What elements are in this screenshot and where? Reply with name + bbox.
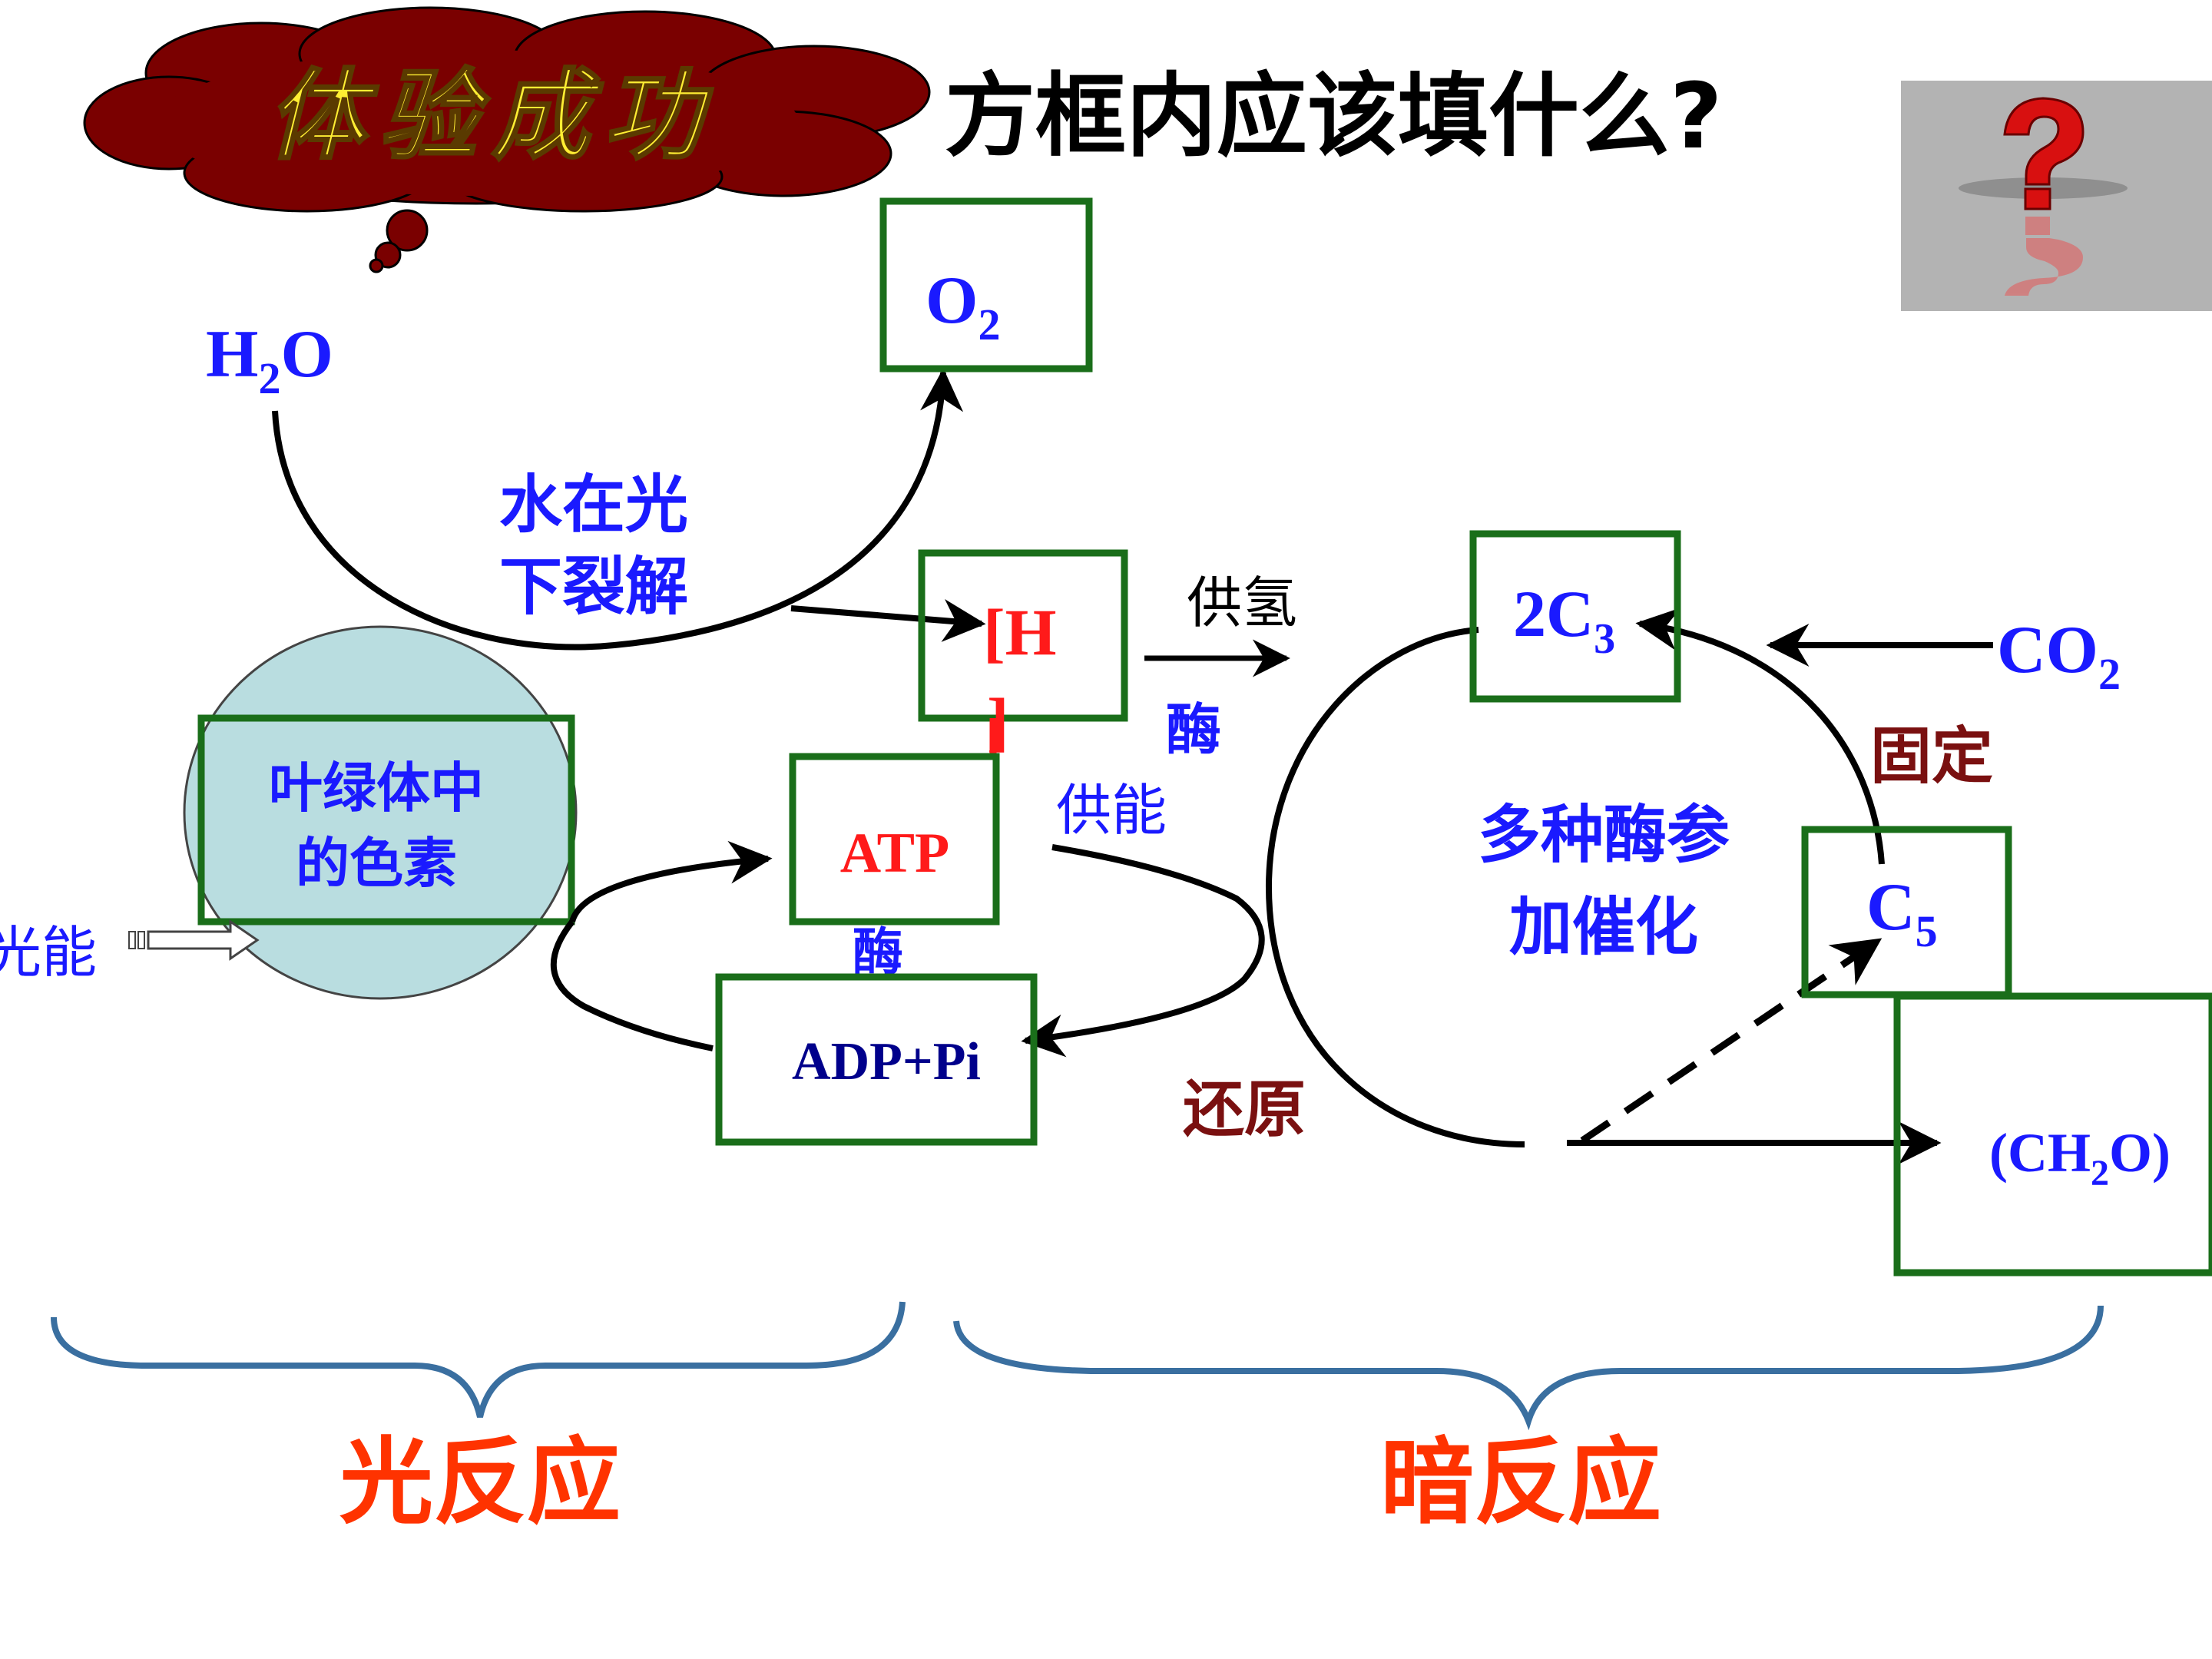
- fixation-label: 固定: [1870, 720, 1993, 792]
- question-heading: 方框内应该填什么?: [945, 63, 1722, 169]
- atp-cycle-left-loop: [550, 919, 714, 1051]
- calvin-cycle-circle: [1265, 627, 1525, 1147]
- hydrogen-box[interactable]: [918, 549, 1128, 722]
- dark-reaction-label: 暗反应: [1380, 1428, 1661, 1537]
- calvin-cycle-right-arc: [1635, 608, 1885, 865]
- regeneration-dashed-arrow: [1580, 938, 1883, 1144]
- co2-formula: CO2: [1997, 613, 2121, 699]
- catalysis-label-line1: 多种酶参: [1478, 799, 1730, 872]
- c3-box[interactable]: [1469, 530, 1681, 703]
- carbohydrate-box[interactable]: [1893, 992, 2212, 1277]
- atp-energy-curve: [1021, 844, 1265, 1058]
- photolysis-label-line1: 水在光: [499, 469, 688, 541]
- reduction-label: 还原: [1183, 1074, 1306, 1145]
- pigment-box[interactable]: [197, 714, 575, 926]
- oxygen-box[interactable]: [879, 197, 1093, 373]
- light-energy-arrow-icon: [128, 919, 260, 961]
- question-mark-icon: [1901, 81, 2212, 311]
- catalysis-label-line2: 加催化: [1509, 891, 1698, 964]
- enzyme-dark-label: 酶: [1166, 697, 1221, 762]
- photolysis-label-line2: 下裂解: [499, 551, 688, 624]
- atp-box[interactable]: [789, 753, 1000, 926]
- adp-label: ADP+Pi: [792, 1032, 981, 1091]
- supply-energy-label: 供能: [1056, 778, 1167, 843]
- carbohydrate-formula: (CH2O): [1989, 1122, 2171, 1194]
- hydrogen-label: [H: [983, 595, 1057, 669]
- adp-box[interactable]: [715, 973, 1038, 1146]
- light-reaction-label: 光反应: [339, 1428, 621, 1537]
- pigment-label-line1: 叶绿体中: [269, 757, 484, 820]
- enzyme-light-label: 酶: [853, 922, 903, 982]
- oxygen-formula: O2: [926, 263, 1000, 349]
- title-badge-text: 体验成功: [267, 59, 716, 174]
- arrow-to-hydrogen: [790, 599, 986, 642]
- water-formula: H2O: [206, 317, 333, 403]
- title-cloud-badge: 体验成功: [83, 6, 931, 273]
- dark-reaction-brace: [953, 1305, 2104, 1431]
- atp-label: ATP: [840, 822, 950, 885]
- c5-formula: C5: [1866, 870, 1938, 956]
- photolysis-curve: [272, 368, 964, 651]
- light-reaction-brace: [51, 1301, 906, 1418]
- atp-cycle-top-arrow: [569, 840, 773, 923]
- c3-formula: 2C3: [1513, 577, 1615, 663]
- pigment-label-line2: 的色素: [296, 832, 457, 895]
- light-energy-label: 光能: [0, 920, 97, 985]
- supply-hydrogen-label: 供氢: [1187, 571, 1297, 635]
